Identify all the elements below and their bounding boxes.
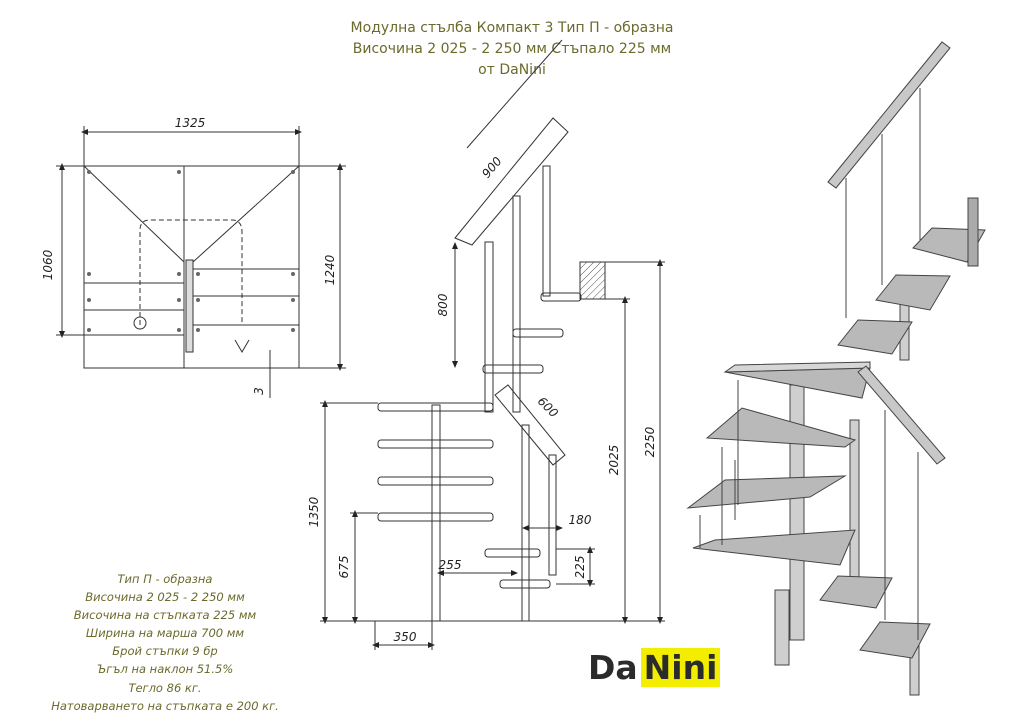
dim-180: 180 <box>569 513 592 527</box>
spec-weight: Тегло 86 кг. <box>128 680 202 695</box>
spec-load: Натоварването на стъпката е 200 кг. <box>51 698 279 713</box>
dim-600: 600 <box>535 394 561 420</box>
title-line-1: Модулна стълба Компакт 3 Тип П - образна <box>350 20 674 36</box>
plan-outline <box>83 165 300 369</box>
title-line-3: от DaNini <box>478 62 546 78</box>
spec-width: Ширина на марша 700 мм <box>85 626 245 641</box>
dim-225: 225 <box>573 556 587 579</box>
logo-da: Da <box>588 648 638 687</box>
title-block: Модулна стълба Компакт 3 Тип П - образна… <box>0 18 1024 81</box>
dim-1350: 1350 <box>307 496 321 527</box>
title-line-2: Височина 2 025 - 2 250 мм Стъпало 225 мм <box>352 41 672 57</box>
dim-255: 255 <box>439 558 462 572</box>
dim-800: 800 <box>436 293 450 316</box>
dim-1060: 1060 <box>41 249 55 280</box>
plan-view <box>56 126 346 398</box>
dim-350: 350 <box>394 630 417 644</box>
logo-nini: Nini <box>640 648 721 687</box>
spec-step-height: Височина на стъпката 225 мм <box>73 608 257 623</box>
dim-675: 675 <box>337 556 351 579</box>
dim-3: 3 <box>252 387 266 395</box>
side-view <box>320 39 665 650</box>
spec-angle: Ъгъл на наклон 51.5% <box>96 662 234 677</box>
dim-1325: 1325 <box>175 116 206 130</box>
dim-2025: 2025 <box>607 445 621 476</box>
spec-step-count: Брой стъпки 9 бр <box>112 644 218 659</box>
dim-2250: 2250 <box>643 426 657 457</box>
spec-height: Височина 2 025 - 2 250 мм <box>85 590 245 605</box>
specs-block: Тип П - образна Височина 2 025 - 2 250 м… <box>0 570 330 715</box>
isometric-view <box>686 41 986 696</box>
dim-900: 900 <box>479 154 505 181</box>
spec-type: Тип П - образна <box>117 572 213 586</box>
dim-1240: 1240 <box>323 254 337 285</box>
